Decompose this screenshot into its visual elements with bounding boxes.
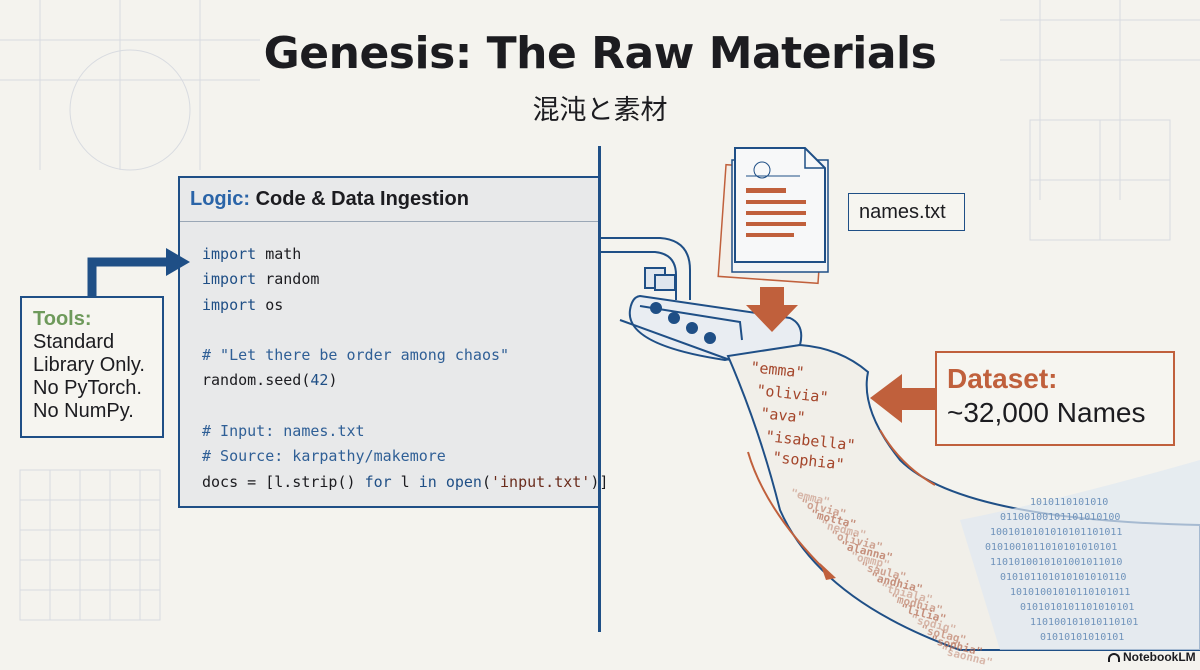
flow-curve-right xyxy=(879,429,936,486)
code-token: open xyxy=(445,472,482,491)
svg-text:1101010010101001011010: 1101010010101001011010 xyxy=(990,557,1122,568)
code-token: in xyxy=(418,472,437,491)
tools-line: Standard xyxy=(33,331,115,353)
tools-box: Tools: Standard Library Only. No PyTorch… xyxy=(20,296,164,438)
code-token: math xyxy=(256,245,302,263)
code-token: random.seed( xyxy=(202,371,311,390)
tools-line: Library Only. xyxy=(33,354,145,376)
tools-line: No PyTorch. xyxy=(33,377,142,399)
code-panel-header: Logic: Code & Data Ingestion xyxy=(180,178,598,222)
binary-stream: 1010110101010 01100100101101010100 10010… xyxy=(960,460,1200,650)
tools-arrowhead-icon xyxy=(166,248,190,276)
svg-text:01100100101101010100: 01100100101101010100 xyxy=(1000,512,1120,523)
dataset-value: ~32,000 Names xyxy=(947,397,1146,428)
tools-title: Tools: xyxy=(33,308,92,330)
code-token: )] xyxy=(590,472,609,491)
svg-text:1001010101010101101011: 1001010101010101101011 xyxy=(990,527,1122,538)
svg-text:0101001011010101010101: 0101001011010101010101 xyxy=(985,542,1117,553)
code-token: import xyxy=(202,245,257,263)
tools-line: No NumPy. xyxy=(33,400,134,422)
code-panel: Logic: Code & Data Ingestion import math… xyxy=(178,176,608,508)
dataset-title: Dataset: xyxy=(947,363,1058,394)
code-token: import xyxy=(202,295,257,314)
code-line: import os xyxy=(202,293,598,318)
svg-text:01010101010101: 01010101010101 xyxy=(1040,632,1124,643)
code-token: # Input: names.txt xyxy=(202,422,365,441)
svg-text:0101010101101010101: 0101010101101010101 xyxy=(1020,602,1134,613)
watermark: NotebookLM xyxy=(1108,650,1196,664)
code-line: random.seed(42) xyxy=(202,368,598,393)
svg-text:10101001010110101011: 10101001010110101011 xyxy=(1010,587,1130,598)
svg-text:010101101010101010110: 010101101010101010110 xyxy=(1000,572,1126,583)
flow-arrowhead-icon xyxy=(820,563,836,580)
dataset-box: Dataset: ~32,000 Names xyxy=(935,351,1175,446)
page-subtitle: 混沌と素材 xyxy=(532,95,668,126)
code-token: docs = [l.strip() xyxy=(202,472,365,491)
code-token: random xyxy=(256,270,320,289)
code-token: 'input.txt' xyxy=(491,472,591,491)
code-line: # Input: names.txt xyxy=(202,419,598,444)
document-icon xyxy=(717,147,829,285)
code-token: # "Let there be order among chaos" xyxy=(202,346,510,365)
dataset-arrow-icon xyxy=(870,374,935,423)
code-token: for xyxy=(364,472,392,491)
down-arrow-icon xyxy=(746,287,798,332)
code-token: ( xyxy=(481,472,491,491)
file-label: names.txt xyxy=(848,193,965,231)
code-token: l xyxy=(391,472,419,491)
notebook-logo-icon xyxy=(1108,653,1120,662)
code-line: # "Let there be order among chaos" xyxy=(202,343,598,368)
code-token: import xyxy=(202,270,257,289)
code-line: docs = [l.strip() for l in open('input.t… xyxy=(202,470,608,495)
svg-text:110100101010110101: 110100101010110101 xyxy=(1030,617,1138,628)
code-line: import math xyxy=(202,242,598,267)
code-header-title: Code & Data Ingestion xyxy=(255,188,469,210)
conveyor-belt-icon xyxy=(600,237,803,362)
vertical-divider xyxy=(598,146,601,632)
code-line: import random xyxy=(202,267,598,292)
code-token: ) xyxy=(328,371,338,390)
page-title: Genesis: The Raw Materials xyxy=(263,28,937,79)
code-token: 42 xyxy=(310,371,329,390)
tools-arrow-icon xyxy=(87,257,168,296)
code-line: # Source: karpathy/makemore xyxy=(202,444,598,469)
name-item: "emma" xyxy=(750,358,806,382)
code-header-accent: Logic: xyxy=(190,188,250,210)
watermark-label: NotebookLM xyxy=(1123,650,1196,664)
code-token: os xyxy=(256,295,284,314)
name-item: "ava" xyxy=(760,404,807,427)
flow-curve-left xyxy=(747,451,826,571)
code-token: # Source: karpathy/makemore xyxy=(202,447,446,466)
svg-text:1010110101010: 1010110101010 xyxy=(1030,497,1108,508)
